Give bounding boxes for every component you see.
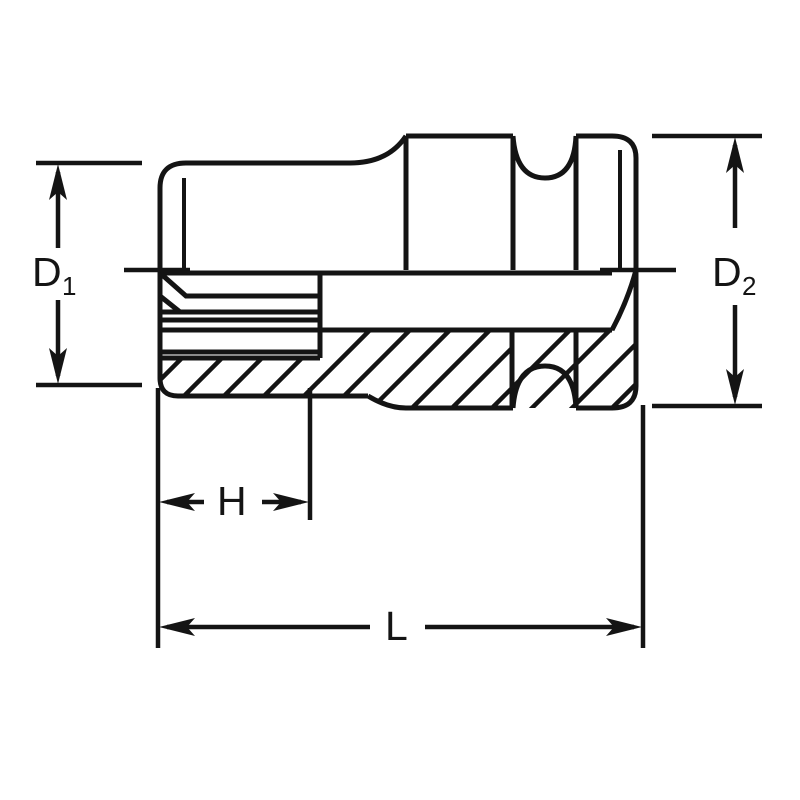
h-label: H [217,478,247,524]
section-hatching [160,330,636,408]
socket-outline-upper [157,133,639,270]
d2-label: D [712,249,742,295]
d2-arrow-up [726,137,744,173]
l-label: L [385,603,408,649]
d2-arrow-down [726,369,744,405]
d1-subscript: 1 [62,271,76,301]
dimension-d2: D 2 [652,133,762,409]
l-arrow-left [159,618,195,636]
l-arrow-right [606,618,642,636]
h-arrow-left [159,493,195,511]
dimension-h: H [155,388,313,524]
d1-label: D [32,249,62,295]
d2-subscript: 2 [742,271,756,301]
socket-internal-edges [182,136,639,332]
socket-section-internals [158,270,612,408]
d1-arrow-up [49,164,67,200]
dimension-l: L [155,405,646,649]
dimension-d1: D 1 [32,160,142,388]
d1-arrow-down [49,348,67,384]
h-arrow-right [273,493,309,511]
